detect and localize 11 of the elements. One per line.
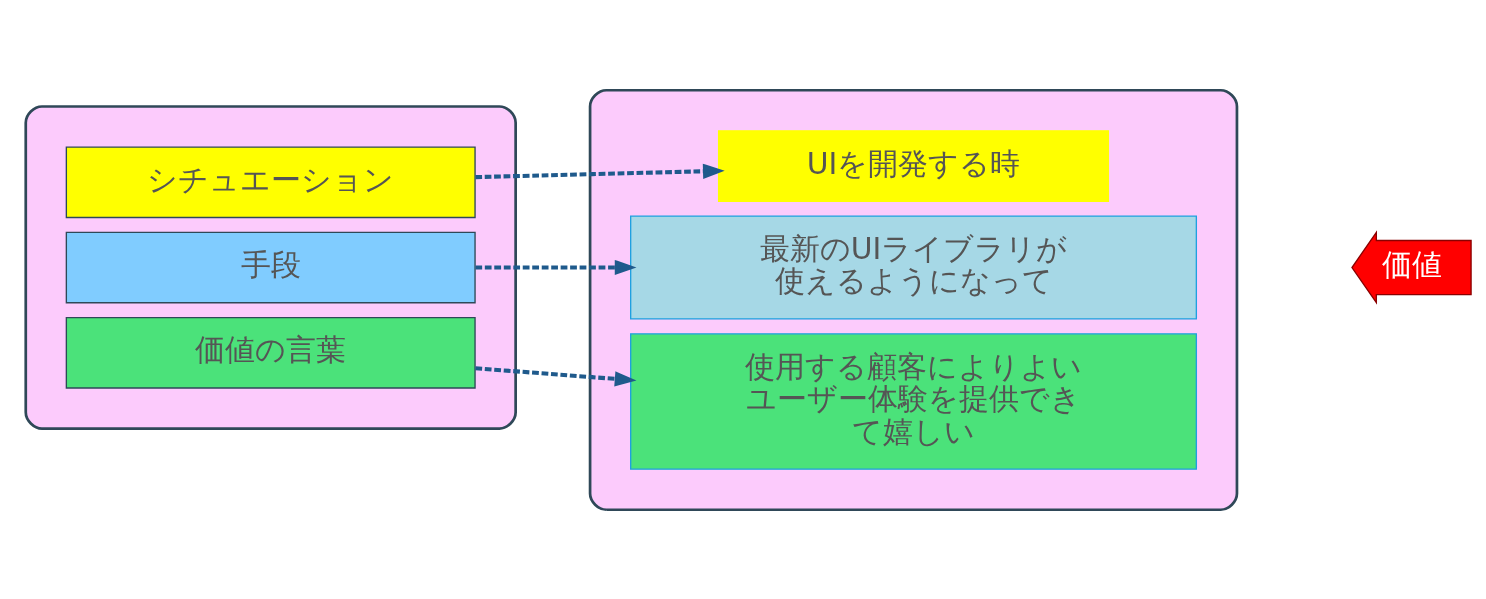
arrow [475, 259, 637, 275]
node-box: シチュエーション [65, 145, 476, 218]
arrow [475, 365, 637, 386]
arrow [475, 163, 725, 179]
cluster [588, 88, 1239, 511]
node-box: 使用する顧客によりよいユーザー体験を提供できて嬉しい [630, 332, 1198, 470]
node-box: 手段 [65, 231, 476, 303]
cluster [24, 104, 517, 430]
node-box: 最新のUIライブラリが使えるようになって [630, 214, 1198, 320]
node-box: UIを開発する時 [717, 129, 1110, 202]
node-box: 価値の言葉 [65, 316, 476, 389]
